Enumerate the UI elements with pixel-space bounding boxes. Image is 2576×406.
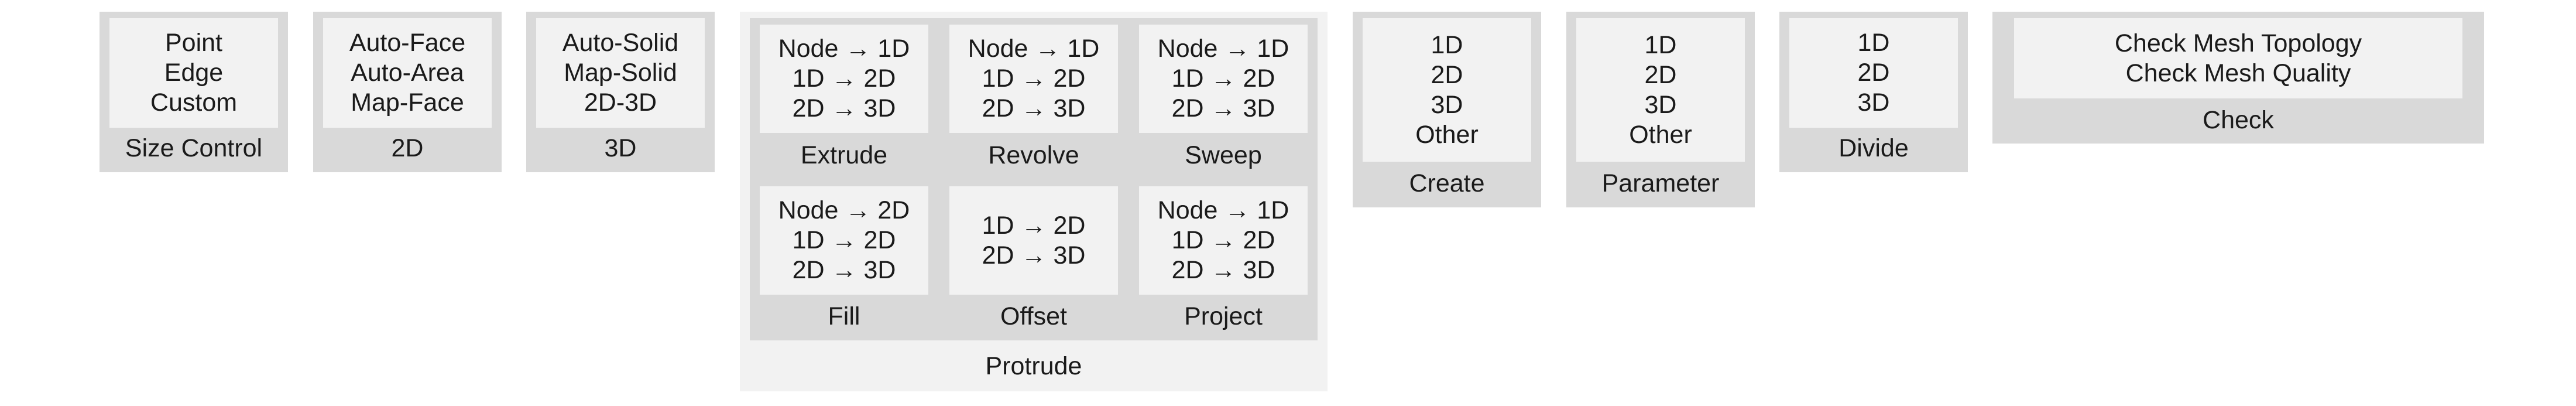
size-control-items-box: Point Edge Custom (109, 18, 278, 128)
parameter-label: Parameter (1601, 169, 1720, 197)
fill-item-node-2d[interactable]: Node → 2D (778, 196, 910, 224)
create-label: Create (1409, 169, 1485, 197)
fill-item-2d-3d[interactable]: 2D → 3D (792, 256, 896, 284)
mesh-2d-item-auto-face[interactable]: Auto-Face (349, 29, 466, 57)
extrude-items-box: Node → 1D 1D → 2D 2D → 3D (760, 25, 928, 133)
create-item-2d[interactable]: 2D (1431, 60, 1463, 89)
project-items-box: Node → 1D 1D → 2D 2D → 3D (1139, 186, 1308, 295)
size-control-group: Point Edge Custom Size Control (100, 12, 288, 172)
mesh-3d-group: Auto-Solid Map-Solid 2D-3D 3D (526, 12, 715, 172)
parameter-item-other[interactable]: Other (1629, 120, 1692, 149)
create-items-box: 1D 2D 3D Other (1363, 18, 1531, 162)
parameter-item-3d[interactable]: 3D (1644, 90, 1677, 119)
mesh-3d-item-2d-3d[interactable]: 2D-3D (584, 88, 657, 117)
size-control-item-point[interactable]: Point (164, 29, 222, 57)
create-item-other[interactable]: Other (1415, 120, 1479, 149)
sweep-items-box: Node → 1D 1D → 2D 2D → 3D (1139, 25, 1308, 133)
mesh-2d-item-auto-area[interactable]: Auto-Area (351, 59, 464, 87)
project-item-2d-3d[interactable]: 2D → 3D (1171, 256, 1275, 284)
offset-item-2d-3d[interactable]: 2D → 3D (982, 241, 1086, 269)
extrude-item-node-1d[interactable]: Node → 1D (778, 35, 910, 63)
mesh-3d-items-box: Auto-Solid Map-Solid 2D-3D (536, 18, 705, 128)
offset-items-box: 1D → 2D 2D → 3D (949, 186, 1118, 295)
project-item-1d-2d[interactable]: 1D → 2D (1171, 226, 1275, 254)
offset-label: Offset (1000, 302, 1067, 330)
extrude-label: Extrude (800, 141, 888, 169)
check-item-mesh-quality[interactable]: Check Mesh Quality (2125, 59, 2351, 87)
mesh-2d-label: 2D (391, 134, 424, 162)
check-group: Check Mesh Topology Check Mesh Quality C… (1992, 12, 2484, 144)
mesh-3d-item-map-solid[interactable]: Map-Solid (564, 59, 677, 87)
protrude-label: Protrude (985, 352, 1082, 380)
mesh-2d-item-map-face[interactable]: Map-Face (351, 88, 464, 117)
revolve-item-node-1d[interactable]: Node → 1D (968, 35, 1100, 63)
create-item-3d[interactable]: 3D (1431, 90, 1463, 119)
divide-group: 1D 2D 3D Divide (1779, 12, 1968, 172)
size-control-item-edge[interactable]: Edge (164, 59, 224, 87)
extrude-item-1d-2d[interactable]: 1D → 2D (792, 64, 896, 93)
revolve-label: Revolve (988, 141, 1079, 169)
offset-item-1d-2d[interactable]: 1D → 2D (982, 211, 1086, 240)
size-control-item-custom[interactable]: Custom (150, 88, 238, 117)
fill-item-1d-2d[interactable]: 1D → 2D (792, 226, 896, 254)
divide-label: Divide (1838, 134, 1909, 162)
create-item-1d[interactable]: 1D (1431, 30, 1463, 59)
revolve-item-2d-3d[interactable]: 2D → 3D (982, 94, 1086, 122)
size-control-label: Size Control (125, 134, 263, 162)
create-group: 1D 2D 3D Other Create (1353, 12, 1541, 207)
check-item-mesh-topology[interactable]: Check Mesh Topology (2114, 29, 2362, 57)
sweep-item-1d-2d[interactable]: 1D → 2D (1171, 64, 1275, 93)
parameter-items-box: 1D 2D 3D Other (1576, 18, 1745, 162)
fill-items-box: Node → 2D 1D → 2D 2D → 3D (760, 186, 928, 295)
mesh-2d-items-box: Auto-Face Auto-Area Map-Face (323, 18, 492, 128)
divide-item-2d[interactable]: 2D (1857, 59, 1890, 87)
divide-items-box: 1D 2D 3D (1789, 18, 1958, 128)
mesh-3d-label: 3D (604, 134, 637, 162)
mesh-2d-group: Auto-Face Auto-Area Map-Face 2D (313, 12, 502, 172)
divide-item-1d[interactable]: 1D (1857, 29, 1890, 57)
check-label: Check (2203, 106, 2274, 134)
divide-item-3d[interactable]: 3D (1857, 88, 1890, 117)
revolve-items-box: Node → 1D 1D → 2D 2D → 3D (949, 25, 1118, 133)
sweep-item-node-1d[interactable]: Node → 1D (1157, 35, 1289, 63)
project-item-node-1d[interactable]: Node → 1D (1157, 196, 1289, 224)
check-items-box: Check Mesh Topology Check Mesh Quality (2014, 18, 2462, 98)
parameter-item-2d[interactable]: 2D (1644, 60, 1677, 89)
sweep-item-2d-3d[interactable]: 2D → 3D (1171, 94, 1275, 122)
sweep-label: Sweep (1185, 141, 1262, 169)
extrude-item-2d-3d[interactable]: 2D → 3D (792, 94, 896, 122)
parameter-item-1d[interactable]: 1D (1644, 30, 1677, 59)
fill-label: Fill (828, 302, 860, 330)
project-label: Project (1184, 302, 1263, 330)
mesh-3d-item-auto-solid[interactable]: Auto-Solid (562, 29, 679, 57)
parameter-group: 1D 2D 3D Other Parameter (1566, 12, 1755, 207)
revolve-item-1d-2d[interactable]: 1D → 2D (982, 64, 1086, 93)
